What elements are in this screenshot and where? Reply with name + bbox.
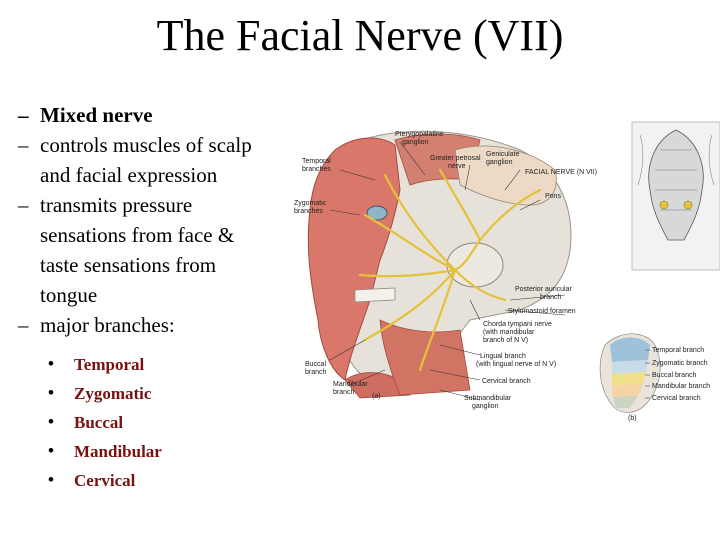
bullet-text: controls muscles of scalp and facial exp…: [40, 133, 252, 187]
label-nerve: nerve: [448, 163, 466, 170]
label-chorda-2: (with mandibular: [483, 329, 535, 336]
label-branches-2: branches: [294, 208, 323, 215]
zone-label-temporal: Temporal branch: [652, 347, 704, 354]
branch-item-buccal: •Buccal: [48, 412, 124, 432]
label-ganglion-2: ganglion: [486, 159, 513, 166]
branch-list: •Temporal •Zygomatic •Buccal •Mandibular…: [48, 350, 162, 495]
label-zygomatic: Zygomatic: [294, 200, 327, 207]
dash-marker: –: [18, 103, 29, 127]
label-branch-3: branch: [333, 389, 355, 396]
dash-marker: –: [18, 193, 29, 217]
head-illustration: Pterygopalatine ganglion Geniculate gang…: [294, 130, 597, 410]
label-stylomastoid: Stylomastoid foramen: [508, 308, 576, 315]
head-zones-figure: Temporal branch Zygomatic branch Buccal …: [599, 333, 710, 422]
branch-item-zygomatic: •Zygomatic: [48, 383, 152, 403]
zone-label-zygomatic: Zygomatic branch: [652, 360, 708, 367]
zone-label-mandibular: Mandibular branch: [652, 383, 710, 390]
label-ganglion-1: ganglion: [402, 139, 429, 146]
label-posterior-auricular: Posterior auricular: [515, 286, 572, 293]
bullet-major-branches: – major branches:: [18, 310, 308, 340]
label-submandibular: Submandibular: [464, 395, 512, 402]
zone-label-buccal: Buccal branch: [652, 372, 696, 379]
label-chorda-1: Chorda tympani nerve: [483, 321, 552, 328]
label-fig-b: (b): [628, 415, 637, 422]
label-lingual-2: (with lingual nerve of N V): [476, 361, 556, 368]
zone-leader-lines: [645, 349, 650, 399]
bullet-transmits-sensations: – transmits pressure sensations from fac…: [18, 190, 308, 310]
label-temporal: Temporal: [302, 158, 331, 165]
label-lingual-1: Lingual branch: [480, 353, 526, 360]
bullet-text: transmits pressure sensations from face …: [40, 193, 235, 307]
label-branches-1: branches: [302, 166, 331, 173]
branch-item-temporal: •Temporal: [48, 354, 145, 374]
brainstem-inset: [631, 121, 720, 271]
facial-nerve-branches: [358, 168, 542, 372]
bullet-controls-muscles: – controls muscles of scalp and facial e…: [18, 130, 308, 190]
label-greater-petrosal: Greater petrosal: [430, 155, 481, 162]
dash-marker: –: [18, 313, 29, 337]
label-cervical: Cervical branch: [482, 378, 531, 385]
bullet-list: – Mixed nerve – controls muscles of scal…: [18, 100, 308, 340]
label-facial-nerve: FACIAL NERVE (N VII): [525, 169, 597, 176]
dash-marker: –: [18, 133, 29, 157]
label-ganglion-3: ganglion: [472, 403, 499, 410]
bullet-text: major branches:: [40, 313, 175, 337]
label-mandibular: Mandibular: [333, 381, 368, 388]
label-branch-1: branch: [540, 294, 562, 301]
bullet-text: Mixed nerve: [40, 103, 153, 127]
branch-item-mandibular: •Mandibular: [48, 441, 162, 461]
label-pons: Pons: [545, 193, 561, 200]
label-fig-a: (a): [372, 393, 381, 400]
branch-item-cervical: •Cervical: [48, 470, 136, 490]
slide-title: The Facial Nerve (VII): [156, 11, 564, 60]
zone-label-cervical: Cervical branch: [652, 395, 701, 402]
label-buccal: Buccal: [305, 361, 326, 368]
bullet-mixed-nerve: – Mixed nerve: [18, 100, 308, 130]
figure-leader-lines: [329, 141, 566, 401]
label-branch-2: branch: [305, 369, 327, 376]
label-pterygopalatine: Pterygopalatine: [395, 131, 444, 138]
label-geniculate: Geniculate: [486, 151, 520, 158]
label-chorda-3: branch of N V): [483, 337, 528, 344]
